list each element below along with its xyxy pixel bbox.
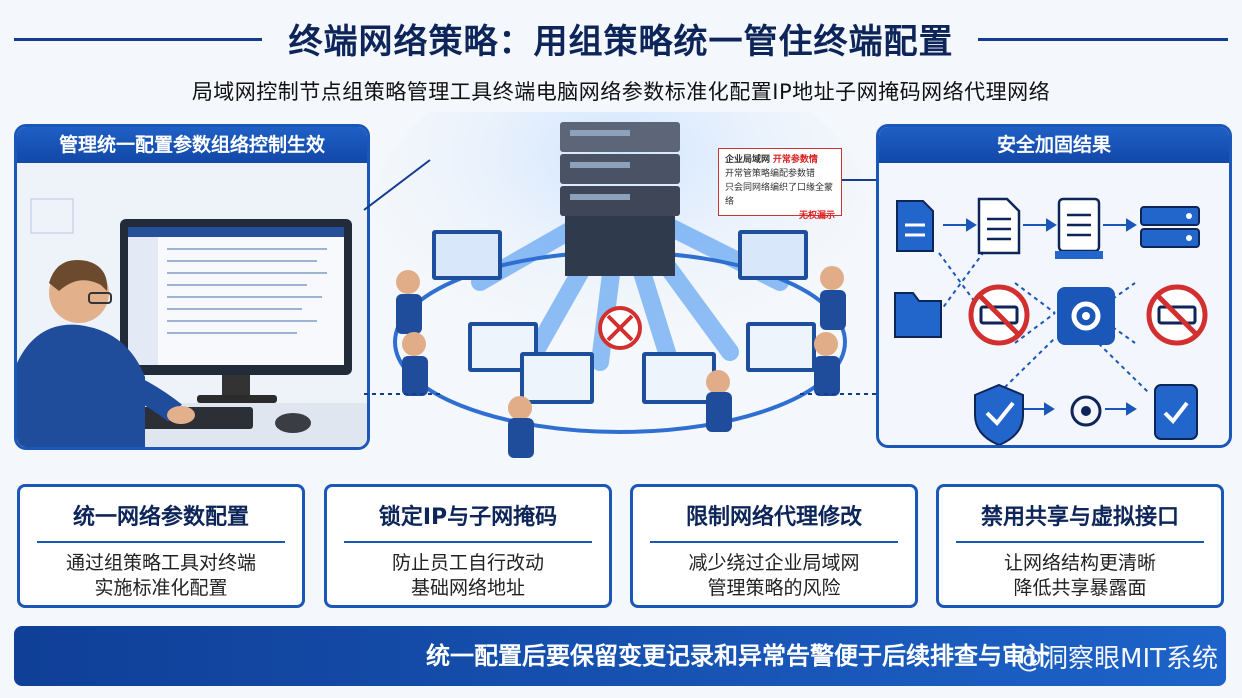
gear-icon bbox=[1057, 287, 1115, 345]
verified-device-icon bbox=[1154, 384, 1198, 440]
card-divider bbox=[649, 541, 899, 543]
card-title: 禁用共享与虚拟接口 bbox=[980, 505, 1179, 530]
title-left-rule bbox=[14, 38, 262, 41]
card-unify-config: 统一网络参数配置 通过组策略工具对终端 实施标准化配置 bbox=[17, 484, 305, 608]
report-icon bbox=[1055, 197, 1103, 259]
blocked-share-icon bbox=[968, 284, 1030, 346]
card-desc-line-1: 防止员工自行改动 bbox=[391, 552, 544, 574]
card-desc-line-1: 让网络结构更清晰 bbox=[1003, 552, 1156, 574]
right-panel: 安全加固结果 bbox=[876, 124, 1232, 448]
server-icon bbox=[560, 122, 680, 276]
card-desc-line-2: 基础网络地址 bbox=[410, 577, 525, 599]
folder-icon bbox=[894, 292, 942, 338]
mouse-icon bbox=[275, 413, 311, 433]
warning-footer: 无权漏示 bbox=[798, 211, 835, 221]
storage-icon bbox=[1140, 206, 1200, 248]
card-lock-ip: 锁定IP与子网掩码 防止员工自行改动 基础网络地址 bbox=[324, 484, 612, 608]
card-title: 锁定IP与子网掩码 bbox=[378, 505, 558, 530]
card-desc-line-1: 通过组策略工具对终端 bbox=[65, 552, 256, 574]
blocked-interface-icon bbox=[1146, 284, 1208, 346]
warning-line-2: 只会同网络编织了口缘全蒙络 bbox=[725, 183, 834, 207]
card-divider bbox=[36, 541, 286, 543]
warning-title-red: 开常参数情 bbox=[772, 155, 818, 165]
results-diagram bbox=[894, 197, 1208, 445]
shield-check-icon bbox=[974, 383, 1024, 445]
card-desc-line-2: 降低共享暴露面 bbox=[1013, 577, 1147, 599]
file-icon bbox=[977, 197, 1021, 255]
page-title: 终端网络策略：用组策略统一管住终端配置 bbox=[288, 22, 954, 62]
footer-banner: 统一配置后要保留变更记录和异常告警便于后续排查与审计 bbox=[14, 626, 1226, 686]
document-icon bbox=[896, 200, 934, 252]
title-right-rule bbox=[978, 38, 1228, 41]
card-title: 限制网络代理修改 bbox=[685, 505, 862, 530]
warning-note: 企业局域网 开常参数情 开常管策略编配参数错 只会同网络编织了口缘全蒙络 无权漏… bbox=[718, 148, 842, 221]
page-subtitle: 局域网控制节点组策略管理工具终端电脑网络参数标准化配置IP地址子网掩码网络代理网… bbox=[191, 80, 1051, 104]
card-desc-line-1: 减少绕过企业局域网 bbox=[688, 552, 860, 574]
card-limit-proxy: 限制网络代理修改 减少绕过企业局域网 管理策略的风险 bbox=[630, 484, 918, 608]
blocked-icon bbox=[598, 306, 642, 350]
card-divider bbox=[955, 541, 1205, 543]
left-panel-title: 管理统一配置参数组络控制生效 bbox=[17, 127, 367, 163]
card-title: 统一网络参数配置 bbox=[72, 505, 249, 530]
card-disable-sharing: 禁用共享与虚拟接口 让网络结构更清晰 降低共享暴露面 bbox=[936, 484, 1224, 608]
admin-illustration bbox=[17, 163, 367, 447]
card-divider bbox=[343, 541, 593, 543]
warning-line-1: 开常管策略编配参数错 bbox=[725, 169, 816, 179]
right-panel-title: 安全加固结果 bbox=[879, 127, 1229, 163]
left-panel: 管理统一配置参数组络控制生效 bbox=[14, 124, 370, 450]
card-desc-line-2: 管理策略的风险 bbox=[707, 577, 841, 599]
warning-title: 企业局域网 bbox=[725, 155, 771, 165]
card-desc-line-2: 实施标准化配置 bbox=[94, 577, 228, 599]
settings-icon bbox=[1070, 395, 1102, 427]
workstation-icon bbox=[396, 230, 502, 334]
watermark-text: @洞察眼MIT系统 bbox=[1016, 644, 1218, 674]
